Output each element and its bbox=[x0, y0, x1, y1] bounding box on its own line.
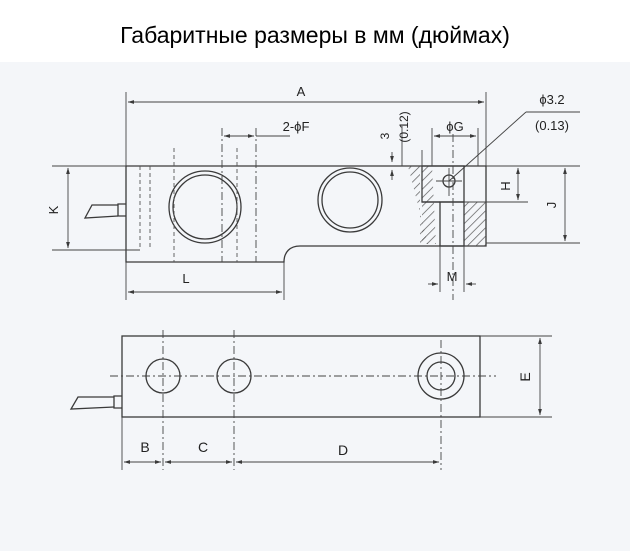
dim-label-d: D bbox=[338, 442, 348, 458]
dim-label-m: M bbox=[447, 269, 458, 284]
dim-label-g: ϕG bbox=[446, 119, 463, 134]
dim-label-dia: ϕ3.2 bbox=[539, 92, 564, 107]
title-band bbox=[0, 0, 630, 62]
dim-label-j: J bbox=[544, 202, 559, 209]
threaded-hole-shank bbox=[439, 201, 465, 247]
top-view: E B C D bbox=[69, 330, 552, 470]
load-hole-outer bbox=[317, 167, 383, 233]
dim-label-c: C bbox=[198, 439, 208, 455]
mount-hole-outer bbox=[168, 170, 242, 244]
side-view: A 2-ϕF ϕG 3 (0.12) ϕ3.2 (0.13) H J M bbox=[46, 84, 580, 300]
page-title: Габаритные размеры в мм (дюймах) bbox=[120, 22, 510, 48]
cable-gland bbox=[117, 203, 126, 217]
dim-label-3-inch: (0.12) bbox=[397, 111, 411, 142]
dim-label-b: B bbox=[140, 439, 149, 455]
dim-label-dia-inch: (0.13) bbox=[535, 118, 569, 133]
dim-label-e: E bbox=[517, 372, 533, 381]
section-hatch bbox=[410, 166, 436, 244]
dim-dia-leader bbox=[448, 111, 527, 182]
dim-label-a: A bbox=[297, 84, 306, 99]
section-hatch bbox=[464, 202, 486, 246]
side-body-outline bbox=[125, 165, 487, 263]
dim-label-k: K bbox=[46, 205, 61, 214]
top-cable bbox=[69, 396, 115, 410]
dim-label-l: L bbox=[182, 271, 189, 286]
top-cable-gland bbox=[113, 395, 122, 409]
mount-hole-inner bbox=[172, 174, 238, 240]
dim-label-f: 2-ϕF bbox=[283, 119, 310, 134]
load-hole-inner bbox=[321, 171, 379, 229]
dim-label-h: H bbox=[498, 181, 513, 190]
top-body-outline bbox=[121, 335, 481, 418]
cable bbox=[83, 204, 119, 219]
dim-label-3: 3 bbox=[378, 132, 392, 139]
